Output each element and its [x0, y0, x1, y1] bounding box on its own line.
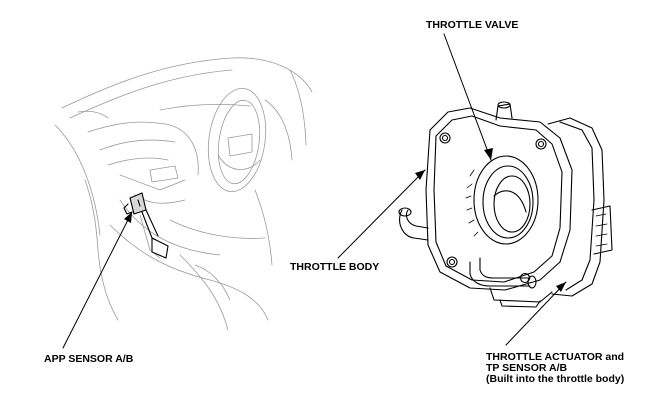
leader-throttle-valve — [443, 33, 492, 161]
arrow-throttle-body — [415, 170, 425, 180]
actuator-label-line2: TP SENSOR A/B — [486, 362, 568, 374]
throttle-body-illustration — [398, 101, 613, 308]
leader-actuator — [505, 281, 567, 346]
arrow-actuator — [556, 282, 566, 292]
actuator-label-line1: THROTTLE ACTUATOR and — [486, 351, 625, 363]
throttle-body-label: THROTTLE BODY — [290, 261, 380, 273]
leader-app-sensor — [62, 211, 133, 349]
arrow-throttle-valve — [484, 148, 493, 160]
leader-lines — [62, 33, 567, 349]
throttle-valve-label: THROTTLE VALVE — [426, 19, 519, 31]
leader-arrowheads — [124, 148, 566, 292]
actuator-label: THROTTLE ACTUATOR and TP SENSOR A/B (Bui… — [486, 352, 624, 385]
app-sensor-pedal — [123, 192, 169, 259]
app-sensor-label: APP SENSOR A/B — [44, 353, 134, 365]
leader-throttle-body — [337, 169, 426, 259]
arrow-app-sensor — [124, 212, 132, 223]
actuator-label-line3: (Built into the throttle body) — [486, 373, 625, 385]
car-interior-illustration — [54, 57, 313, 331]
